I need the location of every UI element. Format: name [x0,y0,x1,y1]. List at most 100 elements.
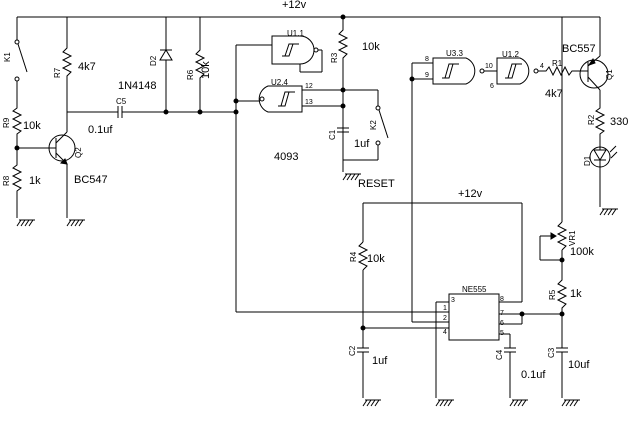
pin-number: 3 [451,297,455,304]
top-supply-label: +12v [282,0,307,11]
c5-value: 0.1uf [88,124,113,136]
capacitor-c1: C1 1uf [328,127,370,172]
junction-dot [340,103,346,109]
q1-ref: Q1 [605,69,614,80]
ground-symbol [66,219,86,227]
resistor-r1: R1 4k7 [538,59,580,100]
r1-ref: R1 [552,59,563,68]
pin-number: 2 [443,315,447,322]
r8-value: 1k [29,175,41,187]
c5-ref: C5 [116,97,127,106]
r9-ref: R9 [2,117,11,128]
transistor-q1: Q1 BC557 [562,16,614,106]
u24-ref: U2.4 [271,78,288,87]
ground-symbol [509,399,529,407]
switch-k1[interactable]: K1 [3,17,28,100]
nand-gate-u1-1: U1.1 [271,29,323,73]
vr1-ref: VR1 [568,230,577,246]
resistor-r9: R9 10k [2,100,41,148]
resistor-r6: R6 10k [186,17,212,112]
capacitor-c5: C5 0.1uf [88,97,236,136]
ground-symbol [362,399,382,407]
ground-symbol [16,219,36,227]
pin-number: 9 [425,72,429,79]
u11-ref: U1.1 [287,29,304,38]
c4-value: 0.1uf [521,369,546,381]
potentiometer-vr1[interactable]: VR1 100k [539,17,594,261]
pin-number: 13 [305,99,313,106]
resistor-r8: R8 1k [2,148,41,218]
r4-value: 10k [367,253,385,265]
pin-number: 1 [443,305,447,312]
junction-dot [233,109,239,115]
led-d1: D1 [583,144,618,207]
resistor-r5: R5 1k [548,260,582,314]
lower-supply-label: +12v [458,188,483,200]
r2-ref: R2 [587,114,596,125]
nand-gate-u2-4: U2.4 12 13 [258,78,343,113]
ground-symbol [435,399,455,407]
r5-value: 1k [570,288,582,300]
ground-symbol [561,399,581,407]
r4-ref: R4 [349,251,358,262]
r1-value: 4k7 [545,88,563,100]
c1-ref: C1 [328,129,337,140]
r2-value: 330 [610,116,628,128]
timer-ic-ne555: NE555 1 2 4 8 7 6 5 3 [443,285,504,341]
r6-value: 10k [200,61,212,79]
capacitor-c3: C3 10uf [547,314,590,398]
junction-dot [409,76,415,82]
lower-supply-rail: +12v [363,188,522,204]
pin-number: 4 [540,63,544,70]
reset-switch-k2[interactable]: K2 RESET [343,90,395,190]
d2-ref: D2 [149,55,158,66]
u12-ref: U1.2 [502,50,519,59]
c4-ref: C4 [495,349,504,360]
capacitor-c4: C4 0.1uf [495,347,546,398]
u33-ref: U3.3 [446,49,463,58]
d2-value: 1N4148 [118,80,157,92]
r5-ref: R5 [548,289,557,300]
pin-number: 10 [485,63,493,70]
r7-ref: R7 [53,67,62,78]
junction-dot [340,14,346,20]
c1-value: 1uf [354,138,370,150]
resistor-r4: R4 10k [349,203,385,328]
c2-ref: C2 [348,345,357,356]
ne555-label: NE555 [462,285,487,294]
ground-symbol [599,208,619,216]
nand-gate-u3-3: U3.3 8 9 10 [411,49,497,85]
junction-dot [519,311,525,317]
ic-family-label: 4093 [274,151,298,163]
pin-number: 6 [490,83,494,90]
r9-value: 10k [23,120,41,132]
resistor-r7: R7 4k7 [53,17,96,112]
pin-number: 8 [425,56,429,63]
pin-number: 4 [443,329,447,336]
q2-ref: Q2 [74,147,83,158]
d1-ref: D1 [583,155,592,166]
c3-value: 10uf [568,359,590,371]
q1-value: BC557 [562,43,596,55]
pin-number: 8 [500,296,504,303]
transistor-q2: Q2 BC547 [48,112,108,218]
pin-number: 12 [305,83,313,90]
r3-ref: R3 [330,52,339,63]
k1-label: K1 [3,52,12,62]
r8-ref: R8 [2,175,11,186]
q2-value: BC547 [74,174,108,186]
vr1-value: 100k [570,246,594,258]
resistor-r3: R3 10k [330,17,380,132]
k2-label: K2 [369,120,378,130]
r6-ref: R6 [186,69,195,80]
top-supply-rail: +12v [17,0,562,18]
diode-d2: D2 1N4148 [118,17,173,112]
resistor-r2: R2 330 [587,106,628,144]
reset-label: RESET [358,178,395,190]
r7-value: 4k7 [78,61,96,73]
r3-value: 10k [362,41,380,53]
nand-gate-u1-2: U1.2 6 4 [490,50,544,90]
c2-value: 1uf [372,355,388,367]
c3-ref: C3 [547,347,556,358]
